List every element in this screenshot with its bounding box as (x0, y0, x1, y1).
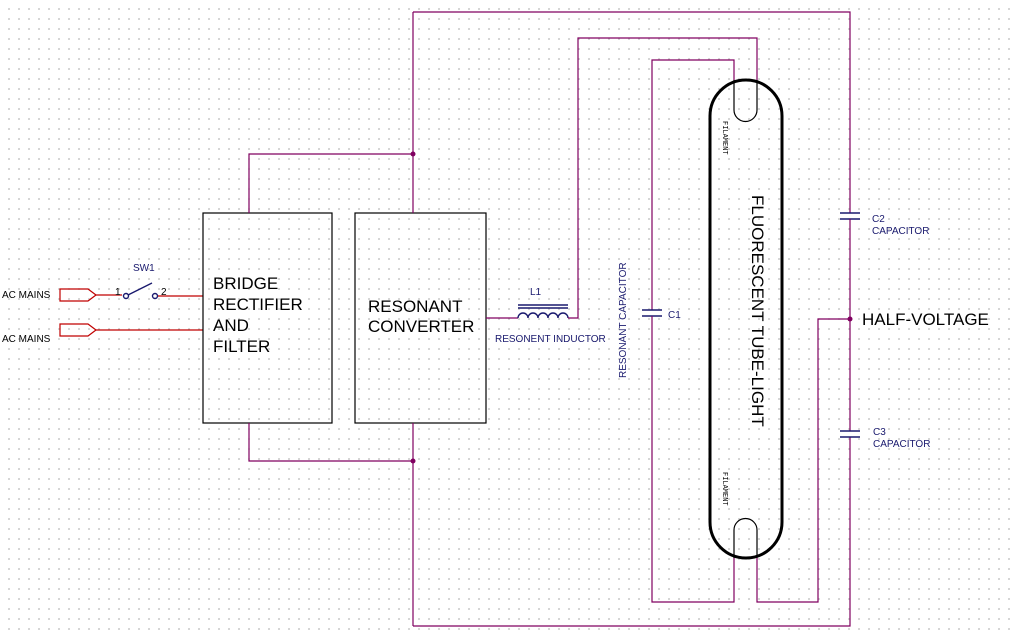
tube-name-label: FLUORESCENT TUBE-LIGHT (748, 195, 767, 427)
bridge-rectifier-block: BRIDGE RECTIFIER AND FILTER (202, 212, 333, 424)
c2-name-label: CAPACITOR (872, 226, 929, 237)
filament-top-label: FILAMENT (720, 121, 728, 155)
c2-ref-label: C2 (872, 214, 885, 225)
filament-bottom-label: FILAMENT (720, 472, 728, 506)
rectifier-label-line3: AND (213, 316, 249, 335)
capacitor-c2: C2 CAPACITOR (840, 212, 929, 431)
inductor-name-label: RESONENT INDUCTOR (495, 334, 606, 345)
fluorescent-tube: FILAMENT FILAMENT FLUORESCENT TUBE-LIGHT (708, 78, 784, 560)
switch-pin1-label: 1 (115, 287, 121, 298)
resonant-inductor-l1: L1 RESONENT INDUCTOR (486, 37, 758, 345)
res-cap-name-label: RESONANT CAPACITOR (618, 262, 629, 378)
half-voltage-wire (756, 318, 850, 603)
filament-bottom-coil (733, 517, 758, 558)
rectifier-label-line1: BRIDGE (213, 274, 278, 293)
c3-name-label: CAPACITOR (873, 439, 930, 450)
half-voltage-junction (847, 316, 853, 322)
inductor-ref-label: L1 (530, 287, 542, 298)
converter-label-line1: RESONANT (368, 297, 462, 316)
converter-label-line2: CONVERTER (368, 317, 474, 336)
capacitor-c3: C3 CAPACITOR (840, 427, 930, 450)
junction-bottom (410, 458, 416, 464)
c3-ref-label: C3 (873, 427, 886, 438)
ac-input-1: AC MAINS (2, 288, 122, 302)
rectifier-label-line2: RECTIFIER (213, 295, 303, 314)
c1-ref-label: C1 (668, 310, 681, 321)
dc-bus-wiring (248, 11, 851, 627)
resonant-converter-block: RESONANT CONVERTER (354, 212, 487, 424)
rectifier-label-line4: FILTER (213, 337, 270, 356)
switch-ref-label: SW1 (133, 263, 155, 274)
filament-top-coil (733, 80, 758, 123)
switch-pin2-label: 2 (161, 287, 167, 298)
junction-top (410, 151, 416, 157)
switch-sw1: SW1 1 2 (115, 263, 203, 300)
half-voltage-label: HALF-VOLTAGE (862, 310, 989, 329)
ac-mains-label-1: AC MAINS (2, 290, 51, 301)
resonant-capacitor-c1: C1 RESONANT CAPACITOR (618, 59, 735, 603)
ac-input-2: AC MAINS (2, 323, 203, 345)
ac-mains-label-2: AC MAINS (2, 334, 51, 345)
